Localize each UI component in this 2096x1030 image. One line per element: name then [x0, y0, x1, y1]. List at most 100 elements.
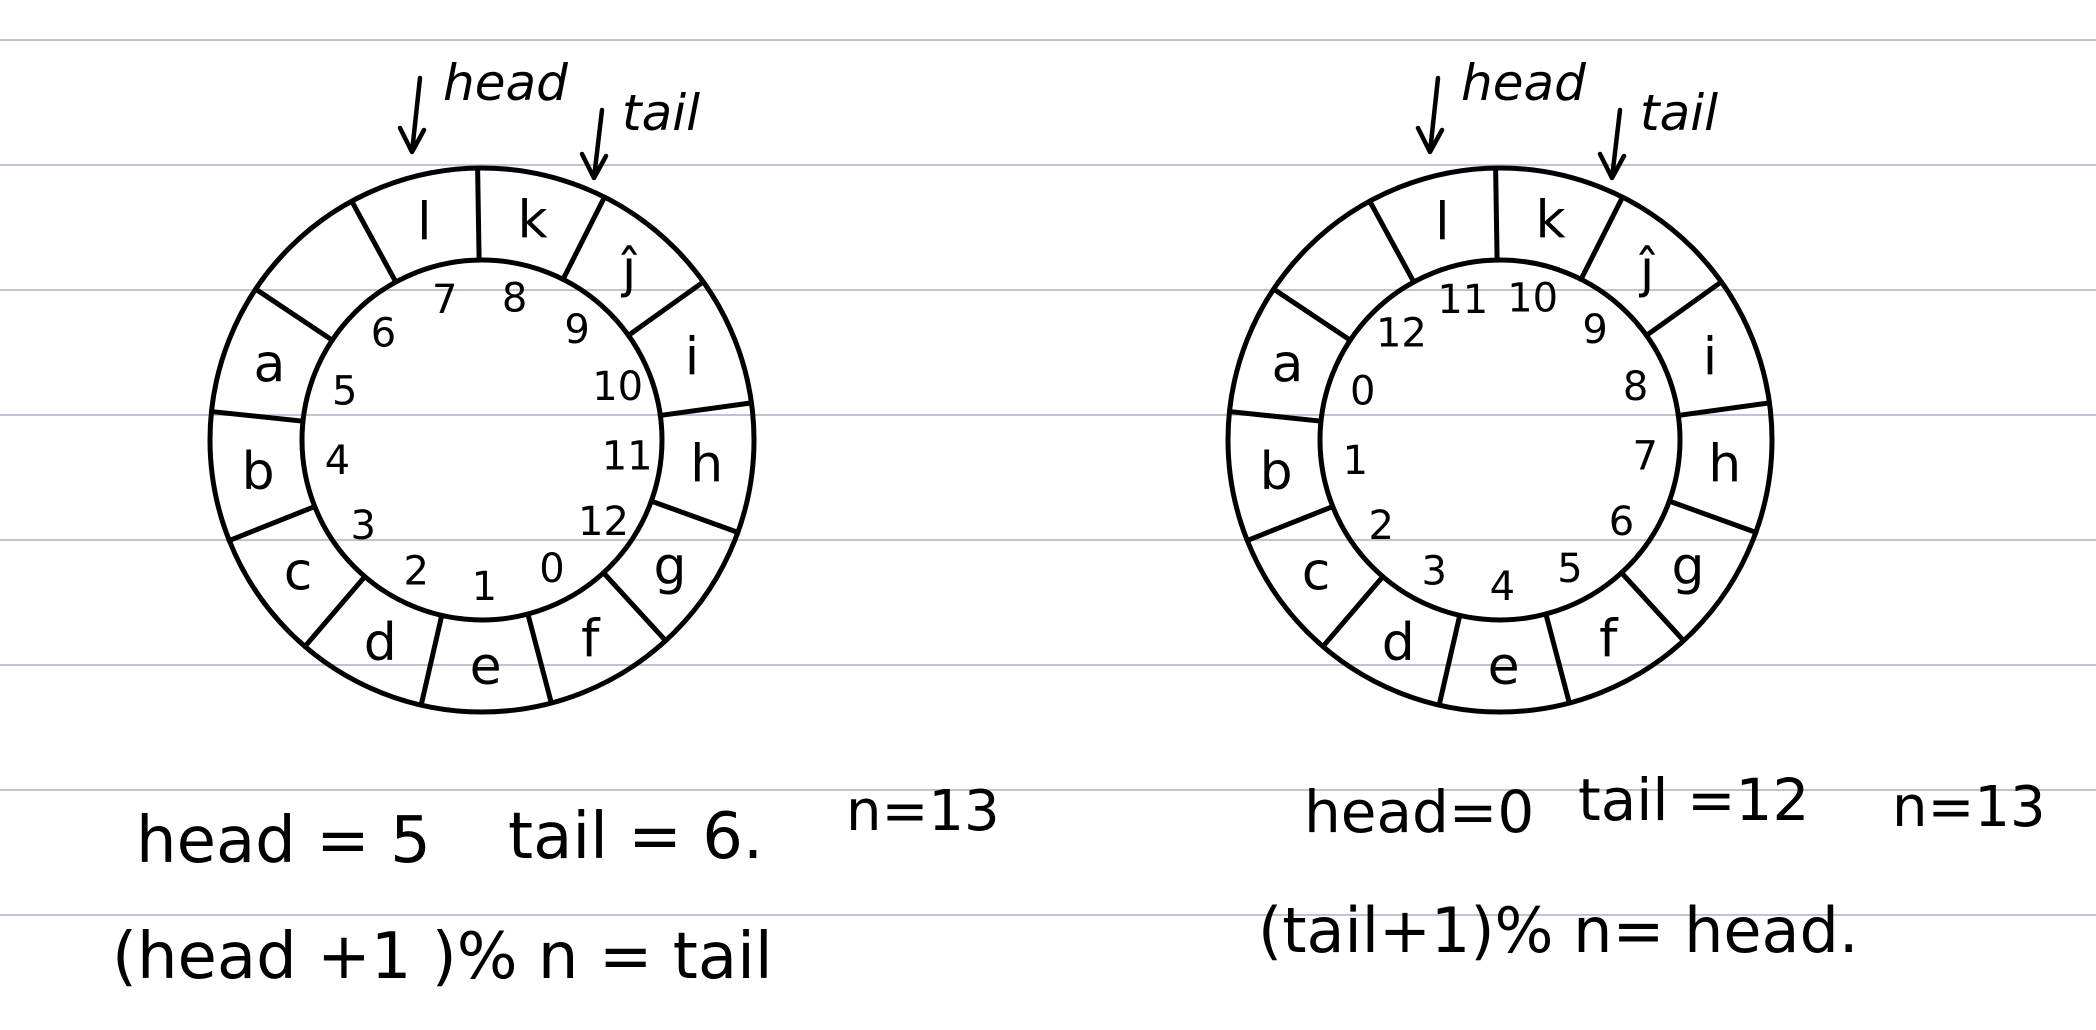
inner-ring [299, 257, 665, 623]
head-pointer-label: head [1461, 54, 1586, 112]
slot-letter: c [1302, 542, 1331, 602]
slot-index: 6 [371, 310, 396, 356]
slot-divider [560, 194, 608, 282]
head-value: head = 5 [136, 804, 431, 878]
slot-index: 0 [1350, 368, 1375, 414]
head-pointer: head [397, 54, 568, 155]
slot-letter: c [284, 542, 313, 602]
slot-divider [1271, 286, 1353, 343]
slot-index: 5 [1557, 546, 1582, 592]
slot-letter: b [1260, 442, 1293, 502]
slot-index: 4 [1490, 564, 1515, 610]
slot-divider [1619, 570, 1687, 644]
slot-letter: i [685, 327, 699, 387]
ruled-lines [0, 39, 2096, 916]
slot-divider [226, 504, 318, 544]
slot-letter: b [242, 442, 275, 502]
full-condition-formula: (tail+1)% n= head. [1258, 894, 1859, 967]
slot-divider [1675, 400, 1772, 418]
slot-divider [601, 570, 669, 644]
slot-index: 9 [1582, 307, 1607, 353]
slot-index: 0 [539, 546, 564, 592]
ring-buffer [1225, 165, 1775, 715]
ring-buffer [207, 165, 757, 715]
slot-index: 1 [1343, 438, 1368, 484]
slot-index: 12 [578, 499, 629, 545]
head-value: head=0 [1304, 778, 1534, 846]
slot-index: 11 [602, 433, 653, 479]
slot-index: 11 [1437, 277, 1488, 323]
slot-divider [657, 400, 754, 418]
slot-divider [1493, 165, 1500, 263]
slot-divider [302, 574, 368, 649]
tail-pointer-label: tail [622, 84, 700, 142]
slot-divider [253, 286, 335, 343]
head-pointer-label: head [443, 54, 568, 112]
slot-letter: i [1703, 327, 1717, 387]
slot-index: 5 [332, 368, 357, 414]
slot-letter: ĵ [1639, 239, 1656, 299]
full-condition-formula: (head +1 )% n = tail [112, 920, 773, 994]
slot-index: 7 [1632, 433, 1657, 479]
tail-pointer: tail [579, 84, 700, 181]
slot-divider [1436, 612, 1463, 708]
slot-index: 7 [432, 277, 457, 323]
slot-letter: d [364, 613, 397, 673]
slot-index: 1 [472, 564, 497, 610]
slot-letter: e [1488, 637, 1520, 697]
slot-divider [418, 612, 445, 708]
slot-letter: f [581, 609, 601, 669]
slot-index: 9 [564, 307, 589, 353]
inner-ring [1317, 257, 1683, 623]
slot-letter: e [470, 637, 502, 697]
slot-index: 8 [502, 276, 527, 322]
outer-ring [1225, 165, 1775, 715]
slot-divider [648, 498, 741, 535]
slot-letter: d [1382, 613, 1415, 673]
slot-letter: ĵ [621, 239, 638, 299]
slot-divider [1578, 194, 1626, 282]
slot-letter: h [690, 435, 723, 495]
slot-letter: l [417, 192, 431, 252]
tail-arrow-icon [1597, 107, 1627, 181]
slot-divider [1666, 498, 1759, 535]
capacity-value: n=13 [1892, 775, 2046, 840]
head-arrow-icon [397, 75, 427, 155]
slot-letter: g [1672, 536, 1705, 596]
slot-divider [1367, 198, 1417, 285]
slot-divider [1244, 504, 1336, 544]
slot-letter: l [1435, 192, 1449, 252]
slot-letter: k [517, 191, 547, 251]
slot-letter: h [1708, 435, 1741, 495]
tail-value: tail =12 [1578, 766, 1809, 834]
slot-divider [1543, 611, 1572, 706]
slot-divider [625, 279, 706, 338]
slot-divider [475, 165, 482, 263]
slot-index: 8 [1623, 364, 1648, 410]
slot-divider [1643, 279, 1724, 338]
slot-index: 3 [350, 503, 375, 549]
tail-pointer-label: tail [1640, 84, 1718, 142]
slot-divider [1226, 409, 1324, 424]
slot-index: 2 [1368, 503, 1393, 549]
tail-value: tail = 6. [508, 800, 763, 874]
slot-letter: f [1599, 609, 1619, 669]
slot-divider [525, 611, 554, 706]
slot-letter: a [1271, 334, 1303, 394]
tail-pointer: tail [1597, 84, 1718, 181]
slot-divider [349, 198, 399, 285]
slot-index: 10 [1507, 276, 1558, 322]
slot-divider [1320, 574, 1386, 649]
slot-letter: k [1535, 191, 1565, 251]
slot-index: 12 [1376, 310, 1427, 356]
slot-index: 6 [1609, 499, 1634, 545]
head-pointer: head [1415, 54, 1586, 155]
